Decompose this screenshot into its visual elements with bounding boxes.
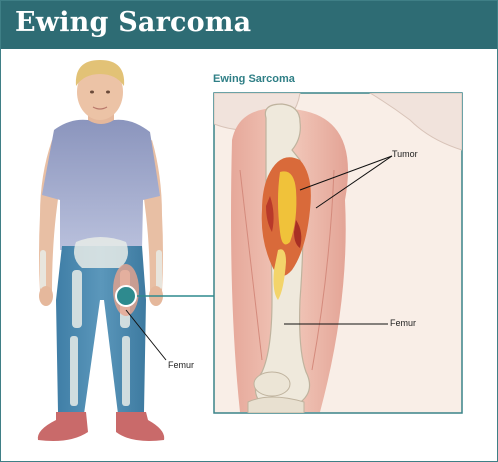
shirt <box>42 120 160 250</box>
boy-figure <box>38 60 164 441</box>
tumor-label: Tumor <box>392 149 418 159</box>
inset-illustration <box>214 93 462 413</box>
femur-label-body: Femur <box>168 360 194 370</box>
zoom-marker <box>116 286 136 306</box>
inset-title: Ewing Sarcoma <box>213 73 295 85</box>
femur-label-inset: Femur <box>390 318 416 328</box>
left-shoe <box>116 412 164 441</box>
right-shoe <box>38 412 88 441</box>
right-hand <box>39 286 53 306</box>
